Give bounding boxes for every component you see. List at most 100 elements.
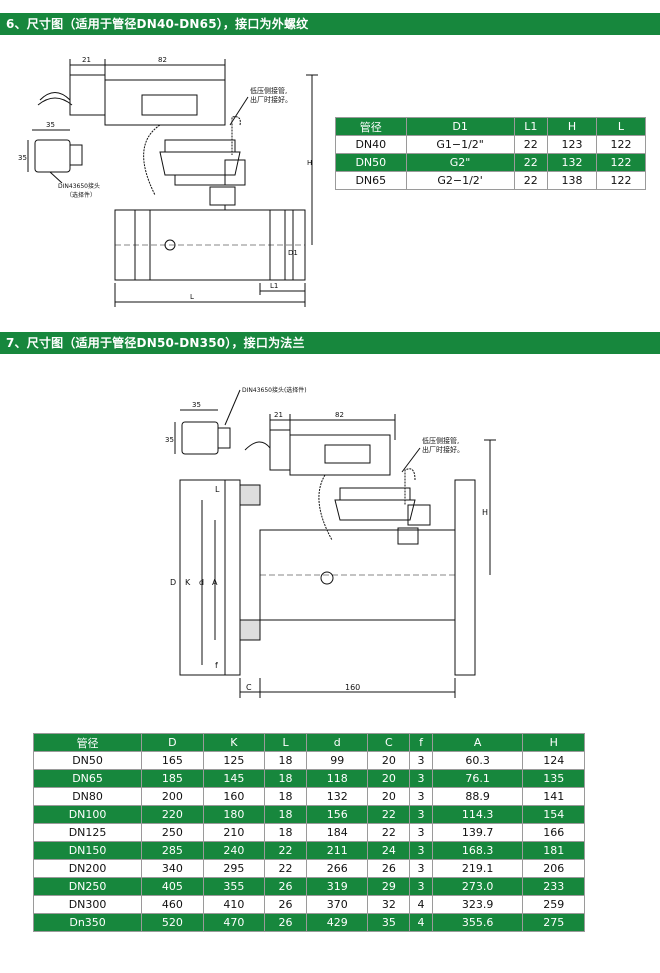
table-cell: 138 [546,171,597,190]
table-cell: 18 [264,769,307,788]
table-cell: 4 [409,913,433,932]
table-cell: 22 [367,805,411,824]
table-cell: 259 [522,895,585,914]
note-line-2: 出厂时接好。 [250,95,292,104]
header-cell: A [431,733,524,752]
table-cell: 206 [522,859,585,878]
din-connector: 35 35 DIN43650接头 （选择件） [18,121,100,199]
table-row: DN65 G2−1/2' 22 138 122 [335,171,647,190]
table-cell: 3 [409,787,433,806]
table-cell: 35 [367,913,411,932]
table-header-row: 管径 D K L d C f A H [32,733,585,752]
table-cell: 145 [202,769,266,788]
table-cell: 355.6 [431,913,524,932]
table-cell: 22 [513,153,548,172]
note-line-2: 出厂时接好。 [422,445,464,454]
table-cell: Dn350 [32,913,143,932]
header-cell: D1 [405,117,515,136]
table-cell: 123 [546,135,597,154]
table-cell: 132 [305,787,369,806]
table-cell: 460 [141,895,204,914]
connector-width-label: 35 [46,121,55,129]
header-cell: D [141,733,204,752]
table-cell: DN50 [32,751,143,770]
table-cell: 200 [141,787,204,806]
table-cell: 26 [264,913,307,932]
table-cell: 220 [141,805,204,824]
transmitter-housing [104,79,226,126]
table-cell: 210 [202,823,266,842]
table-cell: 3 [409,805,433,824]
dim-f-label: f [215,661,218,670]
dim-160-label: 160 [345,683,360,692]
table-cell: 3 [409,823,433,842]
table-cell: 211 [305,841,369,860]
table-cell: 405 [141,877,204,896]
table-cell: 319 [305,877,369,896]
header-cell: K [202,733,266,752]
connector-height-label: 35 [18,154,27,162]
dim-D-label: D [170,578,176,587]
table-cell: 165 [141,751,204,770]
table-cell: 22 [264,859,307,878]
table-cell: 3 [409,751,433,770]
table-header-row: 管径 D1 L1 H L [335,117,647,136]
table-cell: 273.0 [431,877,524,896]
dim-H-label: H [482,508,488,517]
cable-line [39,92,71,101]
header-cell: L [595,117,647,136]
table-cell: 88.9 [431,787,524,806]
table-cell: 26 [367,859,411,878]
table-cell: 266 [305,859,369,878]
table-cell: 154 [522,805,585,824]
table-cell: 4 [409,895,433,914]
dim-L1-label: L1 [270,282,278,290]
table-cell: 22 [264,841,307,860]
table-cell: 18 [264,787,307,806]
table-cell: 32 [367,895,411,914]
table-cell: G2" [405,153,515,172]
table-cell: 122 [595,171,647,190]
table-cell: 122 [595,153,647,172]
table-cell: 18 [264,823,307,842]
header-cell: d [305,733,369,752]
right-flange [454,479,476,676]
table-cell: G2−1/2' [405,171,515,190]
note-line-1: 低压侧接管, [250,86,287,95]
dim-K-label: K [185,578,191,587]
table-cell: 410 [202,895,266,914]
table-cell: DN80 [32,787,143,806]
table-cell: 141 [522,787,585,806]
table-cell: 118 [305,769,369,788]
table-cell: 240 [202,841,266,860]
table-cell: 114.3 [431,805,524,824]
table-cell: 285 [141,841,204,860]
table-cell: 139.7 [431,823,524,842]
table-cell: 60.3 [431,751,524,770]
section-6-title: 6、尺寸图（适用于管径DN40-DN65），接口为外螺纹 [0,13,660,35]
table-cell: 355 [202,877,266,896]
table-cell: 3 [409,769,433,788]
dim-H-label: H [307,159,312,167]
table-cell: 29 [367,877,411,896]
connector-label-2: （选择件） [66,191,96,199]
table-cell: 184 [305,823,369,842]
drawing-flanged-dn50-dn350: DIN43650接头(选择件) 35 35 21 82 低压侧接管, 出厂时接好… [165,386,496,698]
table-cell: 22 [513,135,548,154]
dim-D1-label: D1 [288,249,298,257]
dim-A-label: A [212,578,218,587]
table-cell: DN65 [335,171,407,190]
table-cell: DN250 [32,877,143,896]
dim-21-label: 21 [274,411,283,419]
table-cell: 18 [264,805,307,824]
table-cell: 180 [202,805,266,824]
header-cell: 管径 [32,733,143,752]
table-cell: 275 [522,913,585,932]
header-cell: H [546,117,597,136]
